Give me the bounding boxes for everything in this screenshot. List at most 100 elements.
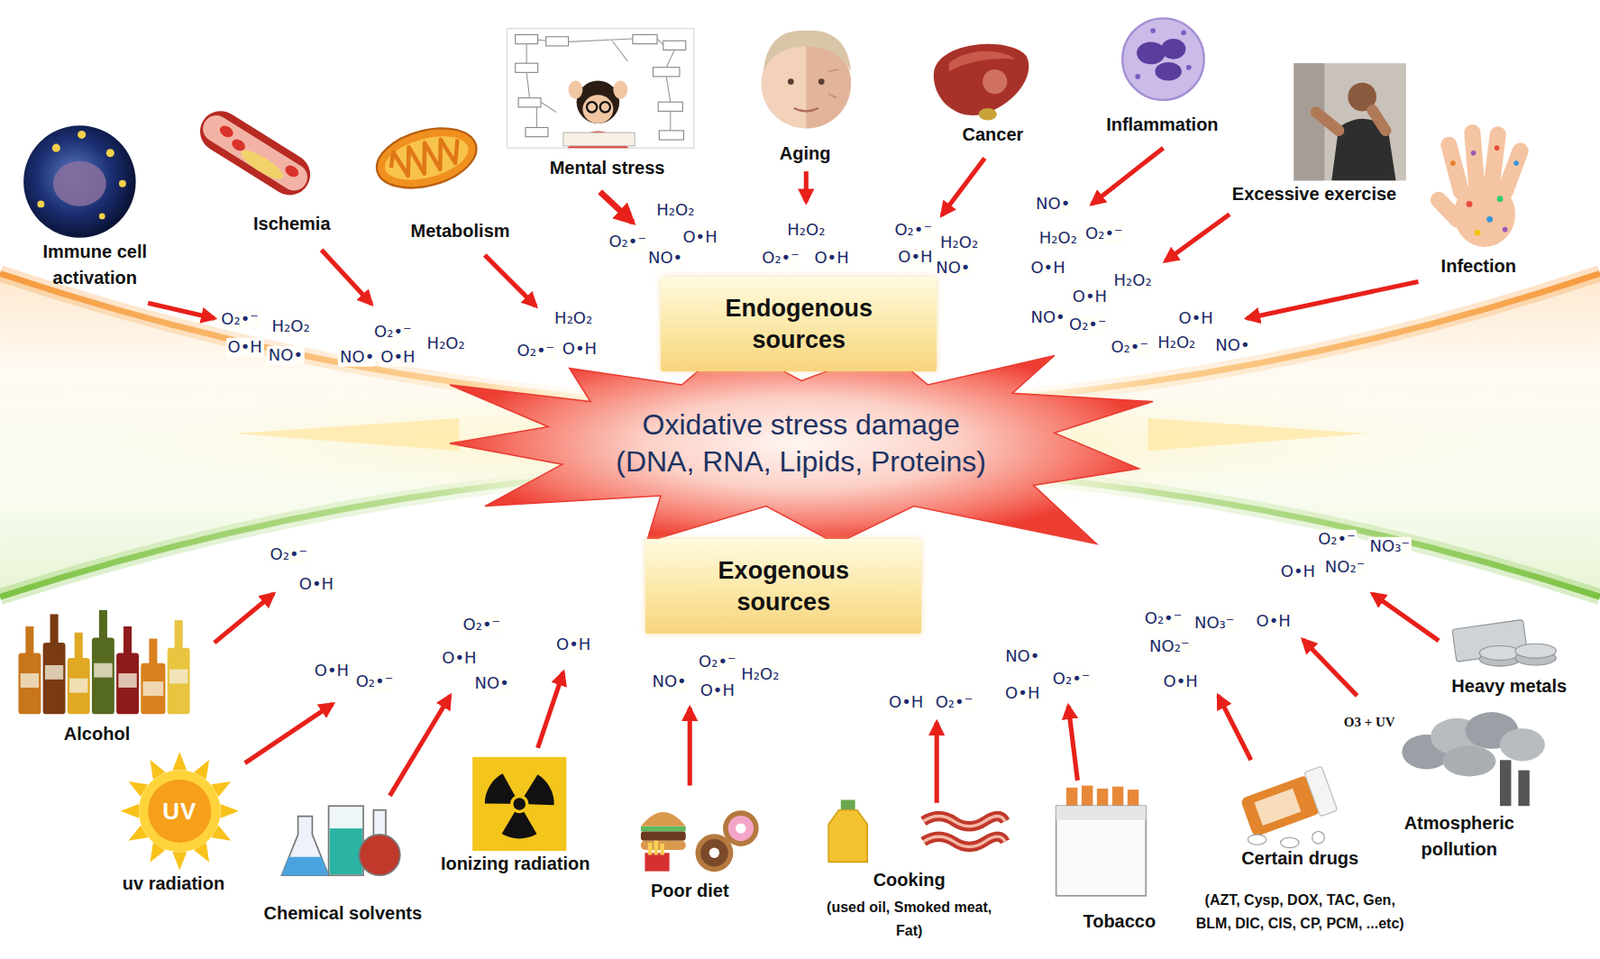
source-label: Infection xyxy=(1441,253,1517,280)
cooking-oil-bacon-icon xyxy=(841,799,856,810)
lab-glassware-icon xyxy=(281,857,329,876)
ros-formula: NO₃⁻ xyxy=(1192,612,1236,632)
source-label: Immune cell activation xyxy=(27,238,163,292)
blood-vessel-icon xyxy=(218,123,236,140)
ros-formula: O•H xyxy=(896,247,934,267)
cooking-oil-bacon-icon xyxy=(828,799,1006,862)
ros-formula: O₂•⁻ xyxy=(1067,315,1109,335)
liver-icon xyxy=(982,69,1007,94)
heavy-metal-coins-icon xyxy=(1479,646,1520,661)
alcohol-bottles-icon xyxy=(167,648,191,715)
ros-formula: O•H xyxy=(1254,612,1293,631)
junk-food-icon xyxy=(725,813,757,844)
ros-formula: O•H xyxy=(680,227,719,247)
arrow-lines xyxy=(484,255,537,307)
ros-formula: NO• xyxy=(473,674,512,694)
infected-hand-icon xyxy=(1497,195,1504,202)
sun-icon xyxy=(138,770,221,853)
liver-icon xyxy=(978,108,997,121)
cigarette-pack-icon xyxy=(1056,805,1147,821)
stressed-student-icon xyxy=(576,80,621,124)
arrow-lines xyxy=(389,695,450,796)
alcohol-bottles-icon xyxy=(148,639,157,666)
junk-food-icon xyxy=(644,852,669,871)
stressed-student-icon xyxy=(568,80,584,99)
stressed-student-icon xyxy=(663,40,686,50)
immune-cell-inflammation-icon xyxy=(1136,41,1166,64)
background-bands xyxy=(234,418,459,451)
ros-formula: H₂O₂ xyxy=(938,233,980,253)
radiation-sign-icon xyxy=(472,757,567,851)
arrow-lines xyxy=(1303,640,1358,696)
icon-text: UV xyxy=(162,799,197,823)
junk-food-icon xyxy=(659,843,665,855)
factory-smoke-icon xyxy=(1499,728,1546,761)
junk-food-icon xyxy=(735,822,746,833)
mitochondrion-icon xyxy=(370,118,484,198)
liver-icon xyxy=(949,51,1016,73)
ros-formula: O•H xyxy=(297,574,336,594)
source-label: uv radiation xyxy=(122,870,225,897)
ros-formula: H₂O₂ xyxy=(270,317,312,337)
alcohol-bottles-icon xyxy=(74,632,83,661)
reaction-note: O3 + UV xyxy=(1344,713,1396,731)
stressed-student-icon xyxy=(586,101,597,112)
ros-formula: O•H xyxy=(886,692,925,712)
stressed-student-icon xyxy=(658,101,683,111)
arrow-lines xyxy=(941,157,986,215)
sun-icon xyxy=(120,751,239,870)
ros-formula: O₂•⁻ xyxy=(372,322,414,342)
ros-formula: H₂O₂ xyxy=(552,309,595,329)
infected-hand-icon xyxy=(1494,145,1500,151)
blood-vessel-icon xyxy=(283,163,301,180)
radiation-sign-icon xyxy=(472,757,567,851)
ros-formula: NO• xyxy=(1028,308,1067,328)
factory-smoke-icon xyxy=(1517,770,1529,807)
mitochondrion-icon xyxy=(370,118,484,198)
aging-face-icon xyxy=(828,69,839,99)
alcohol-bottles-icon xyxy=(20,673,39,688)
alcohol-bottles-icon xyxy=(123,626,132,656)
immune-cell-inflammation-icon xyxy=(1122,18,1205,101)
arrow-lines xyxy=(934,722,940,803)
ros-formula: O₂•⁻ xyxy=(892,219,934,239)
source-note: (used oil, Smoked meat, Fat) xyxy=(816,896,1002,944)
immune-cell-icon xyxy=(118,180,127,188)
ros-formula: O•H xyxy=(812,248,851,268)
stressed-student-icon xyxy=(507,28,695,148)
immune-cell-inflammation-icon xyxy=(1180,29,1187,36)
immune-cell-icon xyxy=(52,144,61,153)
stressed-student-icon xyxy=(582,94,613,124)
ros-formula: O•H xyxy=(1177,309,1216,329)
ros-formula: O₂•⁻ xyxy=(268,544,311,564)
source-label: Mental stress xyxy=(549,154,666,181)
source-label: Cooking xyxy=(873,866,946,893)
arrow-lines xyxy=(147,147,1439,804)
ros-formula: NO₂⁻ xyxy=(1323,557,1367,577)
ros-formula: O₂•⁻ xyxy=(606,232,649,252)
ros-formula: O•H xyxy=(312,660,351,680)
arrow-lines xyxy=(538,672,564,749)
immune-cell-icon xyxy=(77,130,86,139)
alcohol-bottles-icon xyxy=(140,663,165,715)
aging-face-icon xyxy=(818,78,825,85)
ros-formula: H₂O₂ xyxy=(1155,333,1198,353)
aging-face-icon xyxy=(787,78,795,85)
ros-formula: O•H xyxy=(560,339,599,359)
immune-cell-inflammation-icon xyxy=(1150,27,1156,34)
junk-food-icon xyxy=(654,841,659,856)
arrow-lines xyxy=(245,704,333,764)
background-bands xyxy=(1147,418,1367,451)
blood-vessel-icon xyxy=(229,137,247,154)
heavy-metal-coins-icon xyxy=(1515,643,1556,659)
mitochondrion-icon xyxy=(386,134,464,182)
stressed-student-icon xyxy=(518,98,541,108)
ros-formula: O•H xyxy=(1279,562,1317,582)
ros-formula: O•H xyxy=(554,635,593,655)
pill-bottle-icon xyxy=(1304,766,1338,817)
source-label: Metabolism xyxy=(411,217,511,244)
exercise-photo-icon xyxy=(1293,63,1407,181)
source-label: Atmospheric pollution xyxy=(1391,810,1527,863)
